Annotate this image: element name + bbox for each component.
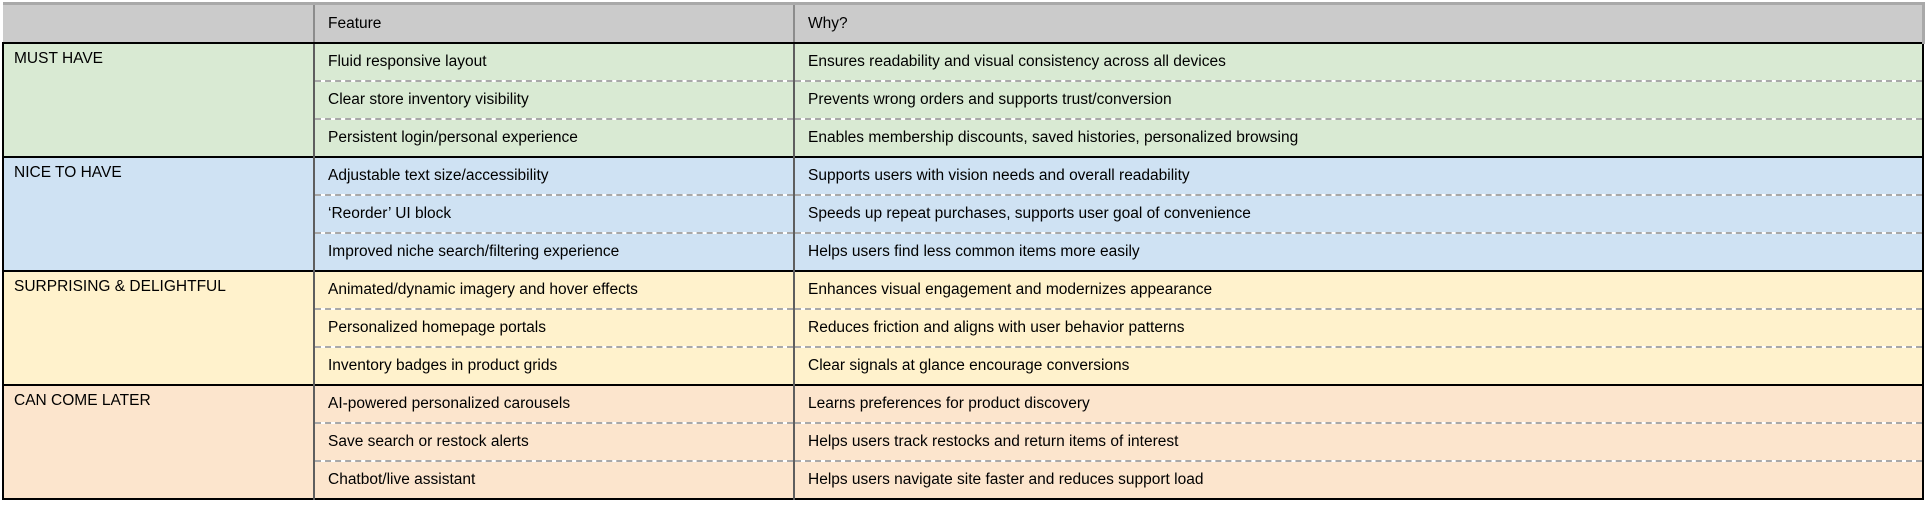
why-cell: Ensures readability and visual consisten… — [793, 42, 1924, 81]
feature-cell: Improved niche search/filtering experien… — [313, 232, 794, 271]
feature-cell: Persistent login/personal experience — [313, 118, 794, 157]
why-cell: Prevents wrong orders and supports trust… — [793, 80, 1924, 119]
feature-cell: Personalized homepage portals — [313, 308, 794, 347]
header-feature-cell: Feature — [313, 2, 794, 44]
why-cell: Helps users navigate site faster and red… — [793, 460, 1924, 499]
feature-cell: Fluid responsive layout — [313, 42, 794, 81]
feature-cell: Chatbot/live assistant — [313, 460, 794, 499]
table-header-row: Feature Why? — [3, 2, 1925, 44]
feature-cell: Adjustable text size/accessibility — [313, 156, 794, 195]
feature-cell: Save search or restock alerts — [313, 422, 794, 461]
feature-cell: AI-powered personalized carousels — [313, 384, 794, 423]
why-cell: Helps users find less common items more … — [793, 232, 1924, 271]
feature-cell: ‘Reorder’ UI block — [313, 194, 794, 233]
why-cell: Reduces friction and aligns with user be… — [793, 308, 1924, 347]
why-cell: Helps users track restocks and return it… — [793, 422, 1924, 461]
feature-cell: Clear store inventory visibility — [313, 80, 794, 119]
category-cell-nice-to-have: NICE TO HAVE — [2, 156, 314, 271]
why-cell: Learns preferences for product discovery — [793, 384, 1924, 423]
why-cell: Clear signals at glance encourage conver… — [793, 346, 1924, 385]
category-cell-can-come-later: CAN COME LATER — [2, 384, 314, 499]
feature-cell: Animated/dynamic imagery and hover effec… — [313, 270, 794, 309]
header-category-cell — [3, 2, 314, 44]
why-cell: Enhances visual engagement and modernize… — [793, 270, 1924, 309]
table-row: Improved niche search/filtering experien… — [3, 232, 1924, 271]
why-cell: Supports users with vision needs and ove… — [793, 156, 1924, 195]
category-cell-surprising-delightful: SURPRISING & DELIGHTFUL — [2, 270, 314, 385]
feature-cell: Inventory badges in product grids — [313, 346, 794, 385]
why-cell: Enables membership discounts, saved hist… — [793, 118, 1924, 157]
header-why-cell: Why? — [793, 2, 1925, 44]
category-cell-must-have: MUST HAVE — [2, 42, 314, 157]
why-cell: Speeds up repeat purchases, supports use… — [793, 194, 1924, 233]
